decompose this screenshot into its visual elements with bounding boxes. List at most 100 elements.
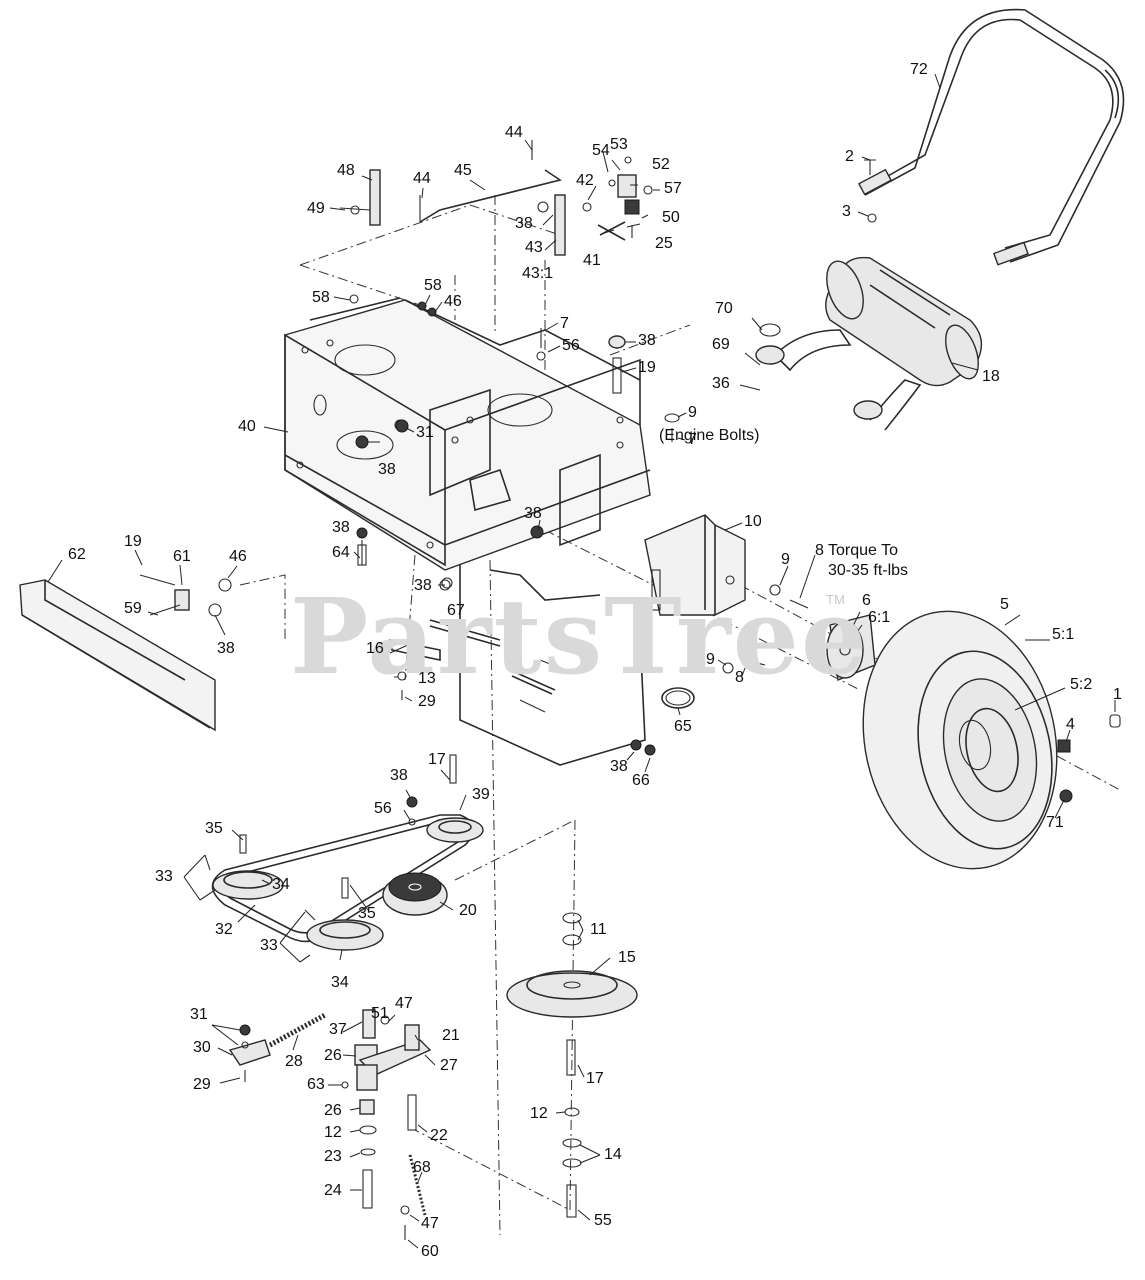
callout-8-a: 8: [815, 542, 824, 559]
callout-10: 10: [744, 513, 762, 530]
callout-19-b: 19: [124, 533, 142, 550]
callout-64: 64: [332, 544, 350, 561]
callout-15: 15: [618, 949, 636, 966]
callout-9-b: 9: [781, 551, 790, 568]
callout-47-b: 47: [421, 1215, 439, 1232]
callout-34-a: 34: [272, 876, 290, 893]
callout-11: 11: [590, 921, 607, 938]
callout-40: 40: [238, 418, 256, 435]
callout-39: 39: [472, 786, 490, 803]
callout-27: 27: [440, 1057, 458, 1074]
callout-37: 37: [329, 1021, 347, 1038]
callout-3: 3: [842, 203, 851, 220]
callout-28: 28: [285, 1053, 303, 1070]
callout-56-a: 56: [562, 337, 580, 354]
callout-22: 22: [430, 1127, 448, 1144]
bracket-10: [644, 514, 746, 616]
callout-6-1: 6:1: [868, 609, 891, 626]
callout-20: 20: [459, 902, 477, 919]
callout-44: 44: [413, 170, 431, 187]
callout-7-a: 7: [560, 315, 569, 332]
callout-25: 25: [655, 235, 673, 252]
callout-38-d: 38: [332, 519, 350, 536]
callout-41: 41: [583, 252, 601, 269]
callout-38-e: 38: [414, 577, 432, 594]
callout-70: 70: [715, 300, 733, 317]
callout-29-b: 29: [193, 1076, 211, 1093]
callout-19-a: 19: [638, 359, 656, 376]
callout-35-a: 35: [205, 820, 223, 837]
callout-50: 50: [662, 209, 680, 226]
torque-note-line2: 30-35 ft-lbs: [828, 562, 909, 579]
callout-72: 72: [910, 61, 928, 78]
watermark-trademark: TM: [826, 592, 845, 607]
callout-60: 60: [421, 1243, 439, 1260]
callout-32: 32: [215, 921, 233, 938]
callout-61: 61: [173, 548, 191, 565]
callout-29-a: 29: [418, 693, 436, 710]
callout-43-1: 43:1: [522, 265, 554, 282]
callout-62: 62: [68, 546, 86, 563]
handle-bar-72: [857, 8, 1125, 266]
callout-36: 36: [712, 375, 730, 392]
callout-5: 5: [1000, 596, 1009, 613]
callout-38-c: 38: [378, 461, 396, 478]
callout-38-link: 38: [515, 215, 533, 232]
callout-8-b: 8: [735, 669, 744, 686]
pulley-15-stack: [506, 912, 638, 1218]
upper-linkage: [339, 140, 653, 256]
main-frame-40: [284, 297, 651, 766]
callout-33-b: 33: [260, 937, 278, 954]
callout-26-a: 26: [324, 1047, 342, 1064]
callout-7-b: 7: [688, 431, 697, 448]
callout-55: 55: [594, 1212, 612, 1229]
callout-6: 6: [862, 592, 871, 609]
idler-arm-assembly: [228, 1009, 432, 1240]
wheel-5: [826, 610, 1121, 870]
callout-56-b: 56: [374, 800, 392, 817]
callout-17-b: 17: [586, 1070, 604, 1087]
callout-65: 65: [674, 718, 692, 735]
callout-58-b: 58: [312, 289, 330, 306]
callout-59: 59: [124, 600, 142, 617]
callout-31-a: 31: [416, 424, 434, 441]
callout-26-b: 26: [324, 1102, 342, 1119]
callout-69: 69: [712, 336, 730, 353]
callout-42: 42: [576, 172, 594, 189]
callout-46-b: 46: [229, 548, 247, 565]
callout-5-1: 5:1: [1052, 626, 1075, 643]
muffler-18: [755, 256, 983, 431]
callout-44-top: 44: [505, 124, 523, 141]
callout-47-a: 47: [395, 995, 413, 1012]
callout-2: 2: [845, 148, 854, 165]
callout-23: 23: [324, 1148, 342, 1165]
callout-51: 51: [371, 1005, 389, 1022]
callout-21: 21: [442, 1027, 460, 1044]
callout-48: 48: [337, 162, 355, 179]
callout-1: 1: [1113, 686, 1122, 703]
callout-9-c: 9: [706, 651, 715, 668]
callout-63: 63: [307, 1076, 325, 1093]
callout-54: 54: [592, 142, 610, 159]
callout-12-b: 12: [530, 1105, 548, 1122]
callout-13: 13: [418, 670, 436, 687]
callout-58-a: 58: [424, 277, 442, 294]
callout-12-a: 12: [324, 1124, 342, 1141]
frame-hardware: [349, 294, 680, 589]
leader-lines: [47, 73, 1116, 1249]
callout-35-b: 35: [358, 905, 376, 922]
callout-31-b: 31: [190, 1006, 208, 1023]
callout-68: 68: [413, 1159, 431, 1176]
callout-38-b: 38: [638, 332, 656, 349]
callout-67: 67: [447, 602, 465, 619]
callout-38-h: 38: [610, 758, 628, 775]
callout-53: 53: [610, 136, 628, 153]
watermark: PartsTree: [290, 575, 870, 698]
callout-4: 4: [1066, 716, 1075, 733]
callout-18: 18: [982, 368, 1000, 385]
callout-17-a: 17: [428, 751, 446, 768]
callout-33-a: 33: [155, 868, 173, 885]
callout-46-a: 46: [444, 293, 462, 310]
callout-30: 30: [193, 1039, 211, 1056]
